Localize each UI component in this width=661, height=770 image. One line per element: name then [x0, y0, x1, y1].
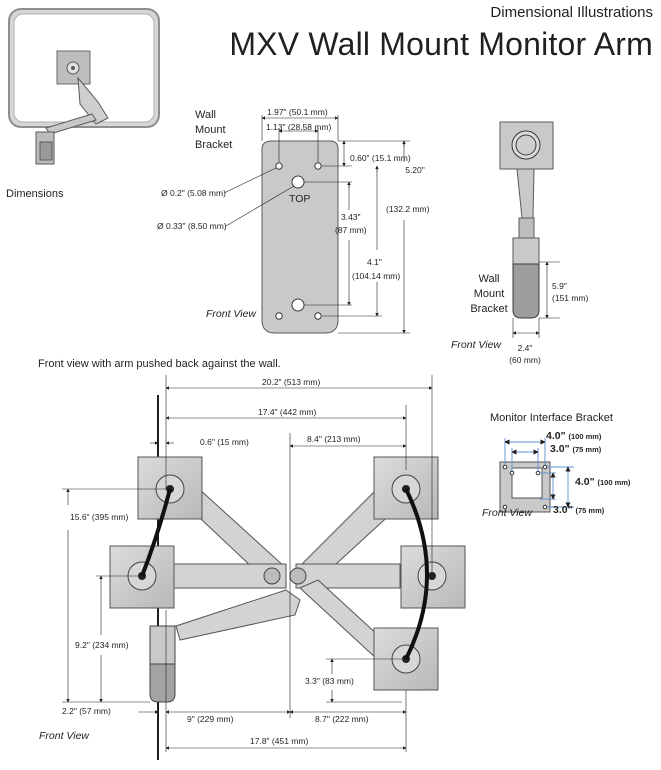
dim-bracket-top-offset: 0.60" (15.1 mm)	[350, 153, 411, 163]
dim-side-width-mm: (60 mm)	[509, 355, 541, 365]
section-heading: Dimensional Illustrations	[490, 4, 653, 21]
dim-8-4: 8.4" (213 mm)	[307, 434, 361, 444]
hero-product-illustration	[8, 8, 160, 165]
arm-view-caption: Front view with arm pushed back against …	[38, 358, 281, 370]
dim-bracket-span2-in: 4.1"	[367, 257, 382, 267]
side-view-label: Front View	[451, 339, 501, 351]
mib-top-inner-in: 3.0"	[550, 443, 570, 455]
mib-right-outer-in: 4.0"	[575, 476, 595, 488]
dim-20-2: 20.2" (513 mm)	[262, 377, 321, 387]
wall-bracket-front-view	[223, 115, 410, 334]
side-view-arm	[499, 121, 560, 338]
mib-right-outer: 4.0" (100 mm)	[575, 476, 630, 488]
mib-top-inner-mm: (75 mm)	[572, 445, 602, 454]
mib-view-label: Front View	[482, 507, 532, 519]
dim-9: 9" (229 mm)	[187, 714, 234, 724]
bracket-title-line: Mount	[195, 124, 226, 136]
mib-top-outer: 4.0" (100 mm)	[546, 430, 601, 442]
dim-bracket-width: 1.97" (50.1 mm)	[267, 107, 328, 117]
mib-top-outer-mm: (100 mm)	[568, 432, 602, 441]
dim-large-hole: Ø 0.33" (8.50 mm)	[157, 221, 227, 231]
dim-2-2: 2.2" (57 mm)	[62, 706, 111, 716]
mib-right-outer-mm: (100 mm)	[597, 478, 631, 487]
dim-3-3: 3.3" (83 mm)	[305, 676, 354, 686]
bracket-title-line: Wall	[195, 109, 216, 121]
dim-bracket-height-mm: (132.2 mm)	[386, 204, 430, 214]
mib-title: Monitor Interface Bracket	[490, 412, 613, 424]
dim-bracket-span1-mm: (87 mm)	[335, 225, 367, 235]
dim-bracket-span1-in: 3.43"	[341, 212, 361, 222]
mib-right-inner-in: 3.0"	[553, 504, 573, 516]
mib-top-outer-in: 4.0"	[546, 430, 566, 442]
dim-side-width-in: 2.4"	[517, 343, 533, 353]
dim-side-height-in: 5.9"	[552, 281, 567, 291]
dim-17-4: 17.4" (442 mm)	[258, 407, 317, 417]
side-bracket-title-line: Wall	[478, 273, 500, 285]
dim-bracket-hole-spacing: 1.13" (28.58 mm)	[266, 122, 332, 132]
dim-bracket-height-in: 5.20"	[405, 165, 425, 175]
mib-top-inner: 3.0" (75 mm)	[550, 443, 601, 455]
dim-small-hole: Ø 0.2" (5.08 mm)	[161, 188, 226, 198]
side-bracket-title-line: Mount	[473, 288, 505, 300]
dim-side-height-mm: (151 mm)	[552, 293, 589, 303]
dim-8-7: 8.7" (222 mm)	[315, 714, 369, 724]
top-label: TOP	[289, 193, 311, 205]
dim-15-6: 15.6" (395 mm)	[70, 512, 129, 522]
dim-0-6: 0.6" (15 mm)	[200, 437, 249, 447]
side-bracket-title-line: Bracket	[470, 303, 508, 315]
monitor-interface-bracket	[499, 438, 574, 513]
dim-17-8: 17.8" (451 mm)	[250, 736, 309, 746]
bracket-title-line: Bracket	[195, 139, 233, 151]
side-bracket-title: Wall Mount Bracket	[463, 272, 515, 317]
mib-right-inner-mm: (75 mm)	[575, 506, 605, 515]
bracket-title: Wall Mount Bracket	[195, 108, 255, 153]
hero-caption: Dimensions	[6, 188, 64, 200]
arm-front-view	[62, 375, 466, 760]
dim-bracket-span2-mm: (104.14 mm)	[352, 271, 401, 281]
mib-right-inner: 3.0" (75 mm)	[553, 504, 604, 516]
arm-view-label: Front View	[39, 730, 89, 742]
bracket-view-label: Front View	[206, 308, 256, 320]
page-title: MXV Wall Mount Monitor Arm	[229, 26, 653, 62]
dim-9-2: 9.2" (234 mm)	[75, 640, 129, 650]
